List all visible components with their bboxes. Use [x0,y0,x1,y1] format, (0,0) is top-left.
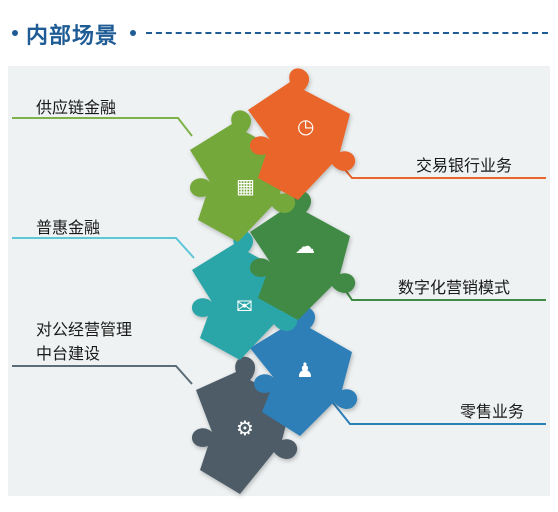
header-dashed-line [146,32,548,34]
connector-platform [12,365,193,385]
user-icon: ♟ [296,358,314,382]
puzzle-piece-green [189,110,296,242]
puzzle-piece-orange [248,68,356,200]
section-header: 内部场景 [0,0,558,60]
gear-icon: ⚙ [236,416,254,440]
clock-icon: ◷ [297,114,315,138]
puzzle-piece-teal [191,230,298,360]
building-icon: ▦ [236,174,255,198]
puzzle-piece-blue [250,306,358,436]
connector-supply-chain [12,117,193,137]
puzzle-piece-dark-green [249,190,356,320]
label-platform-line1: 对公经营管理 [36,320,133,339]
label-platform-line2: 中台建设 [36,344,101,363]
header-dot-right [130,30,136,36]
label-transaction-banking: 交易银行业务 [416,156,513,175]
page-title: 内部场景 [26,23,119,49]
header-dot-left [12,30,18,36]
connector-inclusive-finance [12,237,195,259]
label-supply-chain: 供应链金融 [36,98,117,117]
label-retail: 零售业务 [460,402,525,421]
chat-icon: ✉ [236,294,253,318]
label-digital-marketing: 数字化营销模式 [398,278,511,297]
cloud-icon: ☁ [295,234,315,258]
label-inclusive-finance: 普惠金融 [36,218,101,237]
connector-retail [325,393,546,425]
